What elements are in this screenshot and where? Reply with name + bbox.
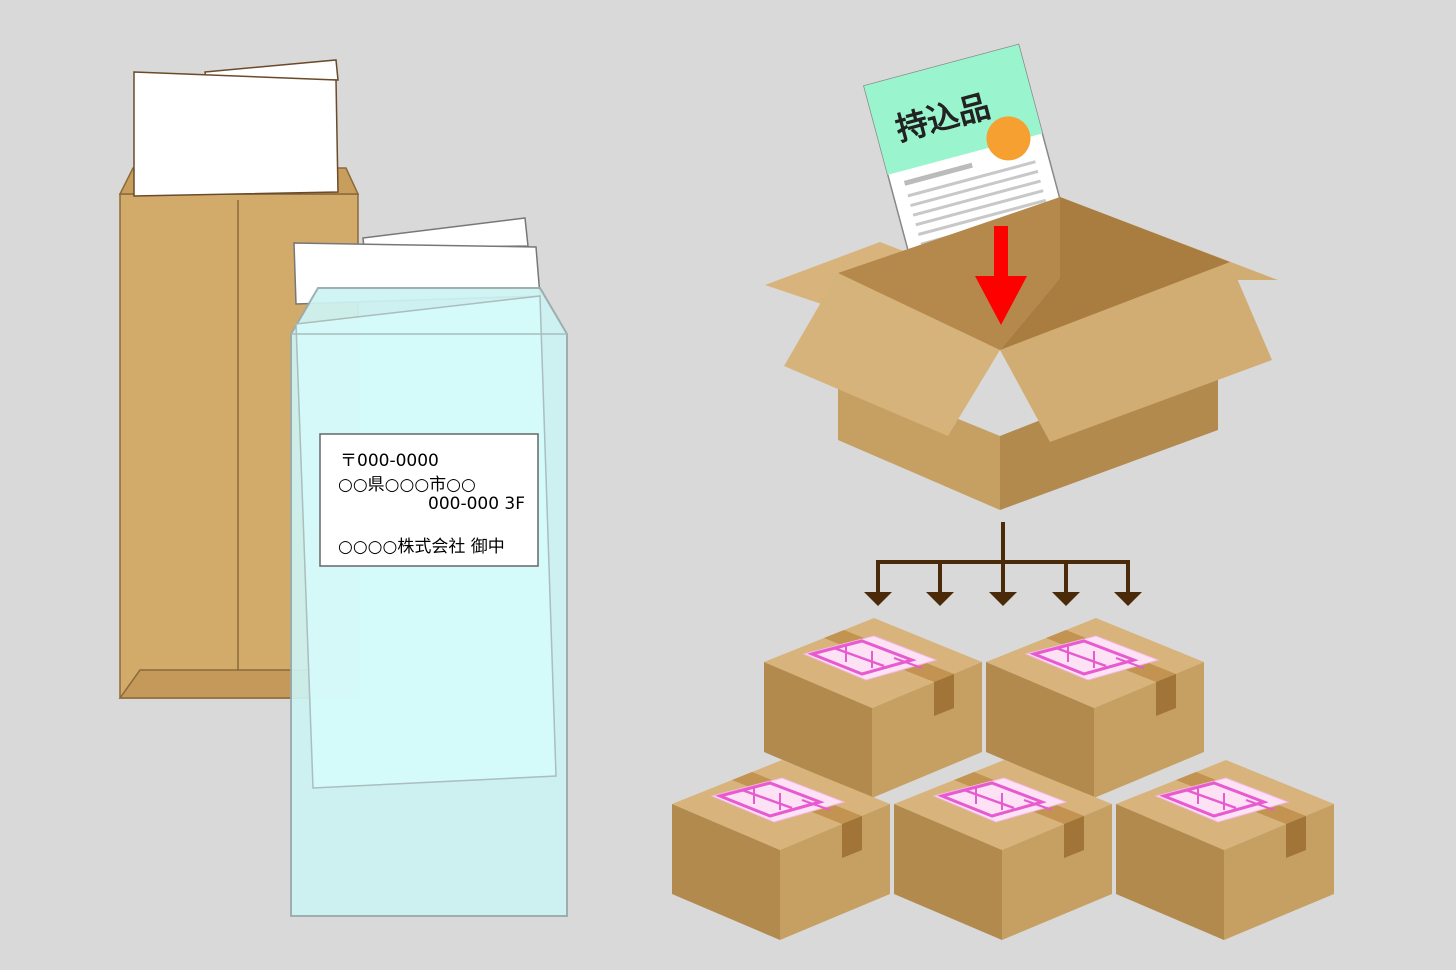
postal-code: 〒000-0000 xyxy=(340,451,439,471)
distribution-arrows xyxy=(876,522,1130,596)
open-box-icon xyxy=(765,197,1278,510)
shipping-box-icon xyxy=(1114,758,1336,942)
clear-envelope-icon xyxy=(290,217,568,917)
address-line-1: ○○県○○○市○○ xyxy=(338,475,476,495)
seal-icon xyxy=(986,116,1031,161)
address-line-2: 000-000 3F xyxy=(428,494,526,514)
down-arrow-icon xyxy=(975,226,1027,325)
arrowheads xyxy=(864,592,1142,606)
recipient-name: ○○○○株式会社 御中 xyxy=(338,537,505,557)
address-label xyxy=(319,433,539,567)
address-label-text: 〒000-0000 ○○県○○○市○○ 000-000 3F ○○○○株式会社 … xyxy=(322,436,538,564)
